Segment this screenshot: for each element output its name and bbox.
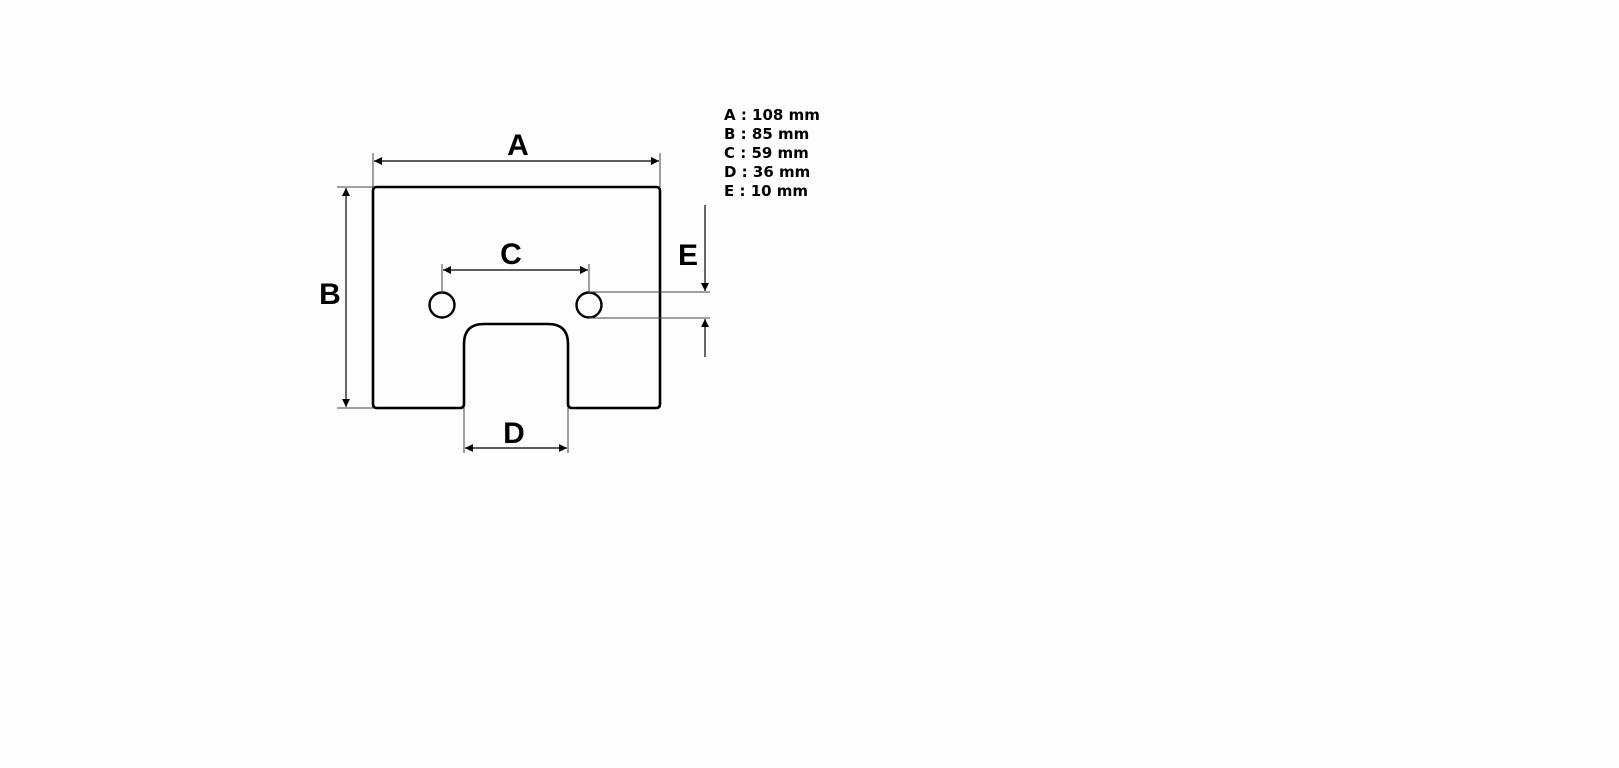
legend-item-c: C : 59 mm bbox=[724, 144, 809, 162]
plate-outline bbox=[371, 185, 662, 410]
left-hole bbox=[428, 291, 456, 319]
dimension-legend: A : 108 mm B : 85 mm C : 59 mm D : 36 mm… bbox=[724, 106, 820, 201]
dimension-d: D bbox=[463, 408, 569, 453]
dimension-a-label: A bbox=[507, 129, 529, 162]
right-hole bbox=[575, 291, 603, 319]
dimension-c: C bbox=[441, 238, 590, 293]
dimension-c-label: C bbox=[500, 238, 522, 271]
dimension-e-label: E bbox=[678, 239, 698, 272]
dimension-a: A bbox=[372, 129, 661, 187]
legend-item-e: E : 10 mm bbox=[724, 182, 809, 200]
legend-item-b: B : 85 mm bbox=[724, 125, 810, 143]
legend-item-a: A : 108 mm bbox=[724, 106, 820, 124]
dimension-e: E bbox=[589, 205, 710, 357]
legend-item-d: D : 36 mm bbox=[724, 163, 811, 181]
dimension-b: B bbox=[319, 186, 373, 409]
dimension-d-label: D bbox=[503, 417, 525, 450]
dimension-b-label: B bbox=[319, 278, 341, 311]
